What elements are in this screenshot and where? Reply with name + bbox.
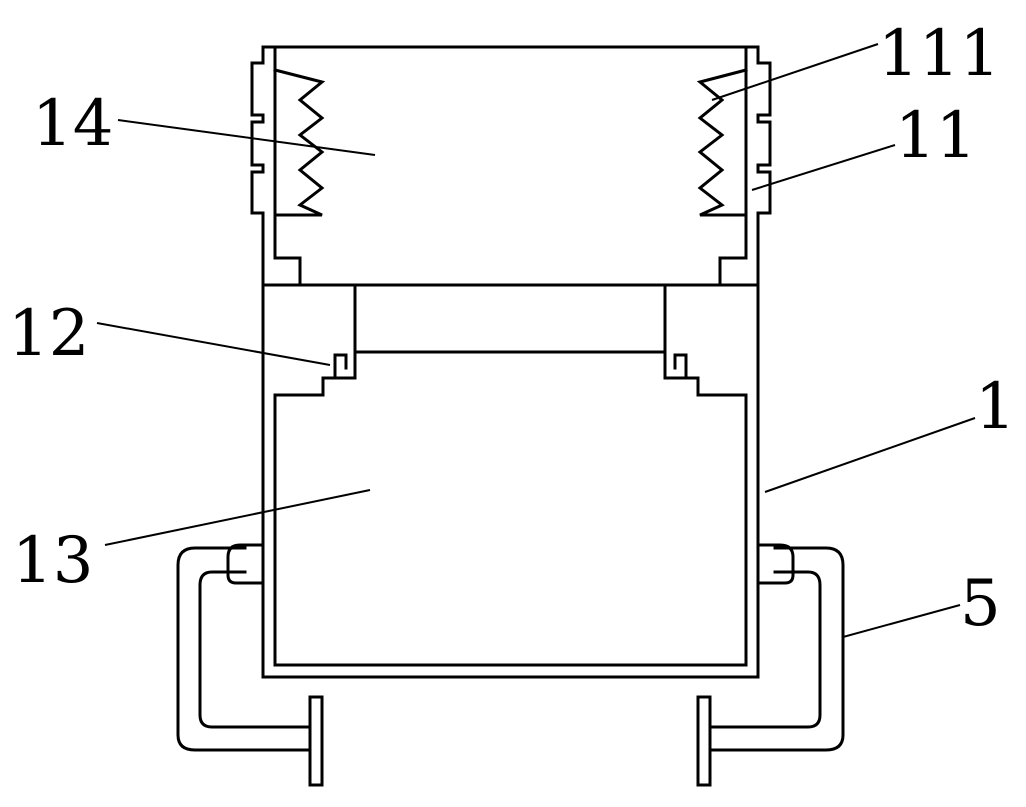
- label-1: 1: [975, 370, 1016, 444]
- leader-12: [96, 322, 331, 366]
- neck-section: [273, 283, 748, 667]
- clamp-right: [696, 543, 845, 787]
- housing-body: [250, 45, 772, 679]
- reference-labels: 14 111 11 12 1 13 5: [8, 17, 1016, 641]
- leader-14: [117, 119, 376, 156]
- leader-lines: [96, 43, 976, 638]
- leader-111: [711, 43, 879, 101]
- zigzag-seal-left: [273, 68, 326, 217]
- label-11: 11: [895, 99, 976, 173]
- label-14: 14: [32, 87, 113, 161]
- zigzag-seal-right: [696, 68, 748, 217]
- leader-5: [842, 604, 961, 638]
- label-111: 111: [878, 17, 1000, 91]
- label-12: 12: [8, 297, 89, 371]
- clamp-left: [176, 543, 324, 787]
- label-5: 5: [960, 567, 1001, 641]
- leader-11: [751, 144, 896, 191]
- leader-13: [104, 489, 371, 546]
- leader-1: [764, 417, 976, 493]
- label-13: 13: [12, 524, 93, 598]
